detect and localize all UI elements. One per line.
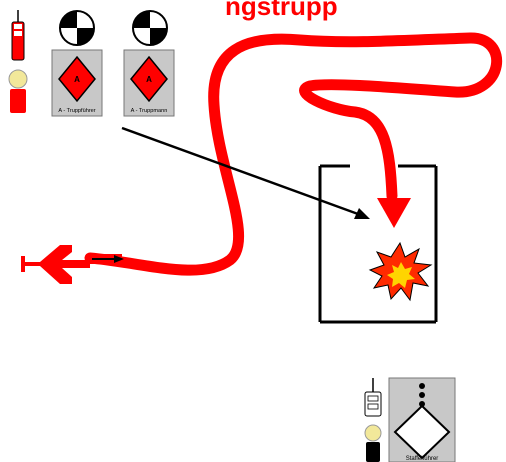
card-staffel-fuehrer-label: Staffelführer: [406, 456, 439, 462]
hazard-diamond-icon: [393, 404, 451, 460]
hose-line: [84, 32, 503, 276]
assignment-disc-icon: [132, 10, 168, 46]
card-staffel-fuehrer: Staffelführer: [388, 377, 456, 462]
card-trupp-fuehrer-symbol: A: [74, 75, 80, 84]
person-icon: [364, 424, 382, 462]
radio-icon: [364, 378, 382, 417]
diagram-title: ngstrupp: [225, 0, 338, 21]
card-trupp-mann-symbol: A: [146, 75, 152, 84]
person-icon: [8, 69, 28, 113]
card-trupp-fuehrer: A A - Truppführer: [51, 49, 103, 117]
card-trupp-mann: A A - Truppmann: [123, 49, 175, 117]
hose-coupling-icon: [21, 245, 124, 284]
room-icon: [318, 164, 438, 324]
card-trupp-mann-label: A - Truppmann: [131, 108, 168, 114]
assignment-disc-icon: [59, 10, 95, 46]
hazard-diamond-icon: [58, 55, 96, 103]
hazard-diamond-icon: [130, 55, 168, 103]
movement-arrow: [121, 126, 370, 219]
card-trupp-fuehrer-label: A - Truppführer: [58, 108, 95, 114]
fire-icon: [368, 241, 433, 302]
radio-icon: [11, 10, 25, 61]
